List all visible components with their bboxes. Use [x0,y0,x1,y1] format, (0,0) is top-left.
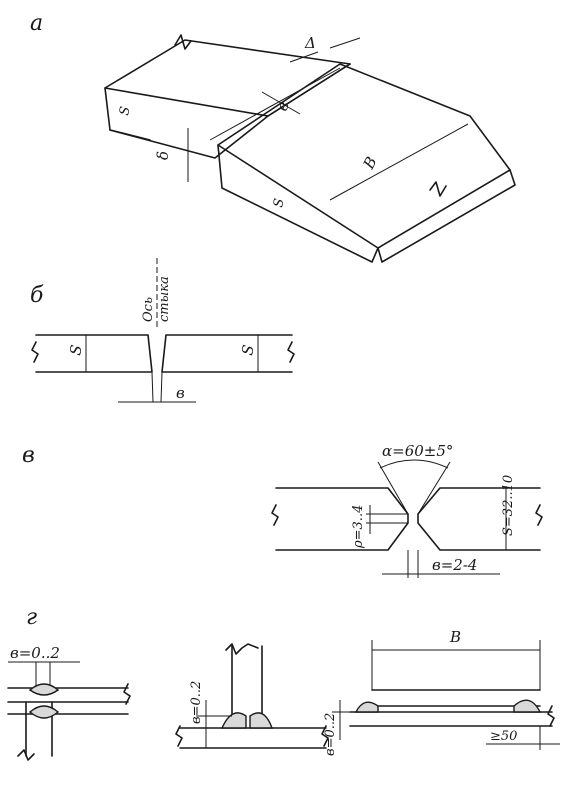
right-plate-side [377,169,516,263]
dim-gap-v: в=2-4 [432,556,477,574]
dim-thick-top: S [117,105,133,116]
mid-web-g [231,645,263,717]
left-plates-g [7,687,129,715]
weld-left-upper [28,683,60,696]
break-left-g [123,683,131,705]
mid-plate-g [179,727,327,749]
overlap-dim-g [486,726,560,750]
right-plate-b [161,334,293,373]
dim-delta: Δ [304,34,316,52]
dim-offset: δ [154,151,172,160]
thickness-dims-b [85,335,259,372]
left-gap-dim-g [8,661,80,688]
right-width-dim-g [371,640,541,690]
break-left-v [271,504,279,526]
break-right-v [535,504,543,526]
break-mark-right [429,181,447,197]
break-right-g [547,705,555,727]
right-bottom-plate-g [349,711,553,727]
weld-mid-right [249,712,273,729]
dim-overlap-g: ≥50 [490,729,517,744]
panel-b-label: б [30,283,44,308]
weld-mid-left [220,712,247,729]
gap-edge-1 [267,63,351,117]
panel-v-label: в [22,443,35,468]
right-top-plate-g [371,689,541,707]
panel-v: в α=60±5° ρ=3..4 S=32..10 в=2-4 [22,442,543,578]
dim-width-g: В [449,628,461,646]
left-plate-v [275,487,409,551]
gap-edge-2 [209,67,341,141]
panel-g: г в=0..2 в=0..2 В в=0..2 ≥50 [7,605,560,761]
right-plate-v [417,487,541,551]
mid-gap-dim-g [196,700,232,748]
root-dim-lines [366,505,408,534]
dim-thick-bottom: S [271,197,287,208]
dim-gap-g-left: в=0..2 [10,644,60,662]
dim-root: ρ=3..4 [351,505,366,549]
dim-angle: α=60±5° [382,442,453,460]
break-left-web-g [17,749,35,761]
left-plate-edge [109,129,151,141]
panel-g-label: г [26,605,37,630]
dim-width-line [329,123,469,201]
break-mark-top [174,34,192,50]
weld-right-left [354,701,379,713]
dim-gap-b: в [176,384,185,402]
gap-dim-v [382,550,500,578]
angle-arc [379,459,449,469]
panel-a-label: а [30,11,43,36]
right-plate-front [217,144,379,263]
dim-delta-line [289,37,361,63]
bevel-ext [377,461,451,515]
panel-b: б Ось стыка S S в [30,258,295,403]
left-plate-front [104,87,269,159]
dim-gap-g-mid: в=0..2 [189,681,204,724]
dim-thickness-v: S=32..10 [501,475,516,536]
break-mid-web-g [225,643,259,655]
right-plate-top [217,63,511,249]
right-gap-dim-g [332,700,372,740]
weld-right-right [513,699,542,713]
dim-gap-g-right: в=0..2 [323,713,338,756]
dim-width: В [359,154,381,173]
gap-ext-b [151,371,163,403]
axis-label-1: Ось [141,297,156,322]
dim-s-right-b: S [238,343,258,356]
panel-a: а Δ в В S S δ [30,11,516,263]
weld-left-lower [28,705,60,719]
break-mid-plate-g [175,725,329,747]
break-right-b [287,341,295,363]
dim-b-line [261,91,301,115]
break-left-b [31,341,39,363]
dim-s-left-b: S [66,343,86,356]
axis-label-2: стыка [157,276,172,322]
left-plate-b [35,334,153,373]
